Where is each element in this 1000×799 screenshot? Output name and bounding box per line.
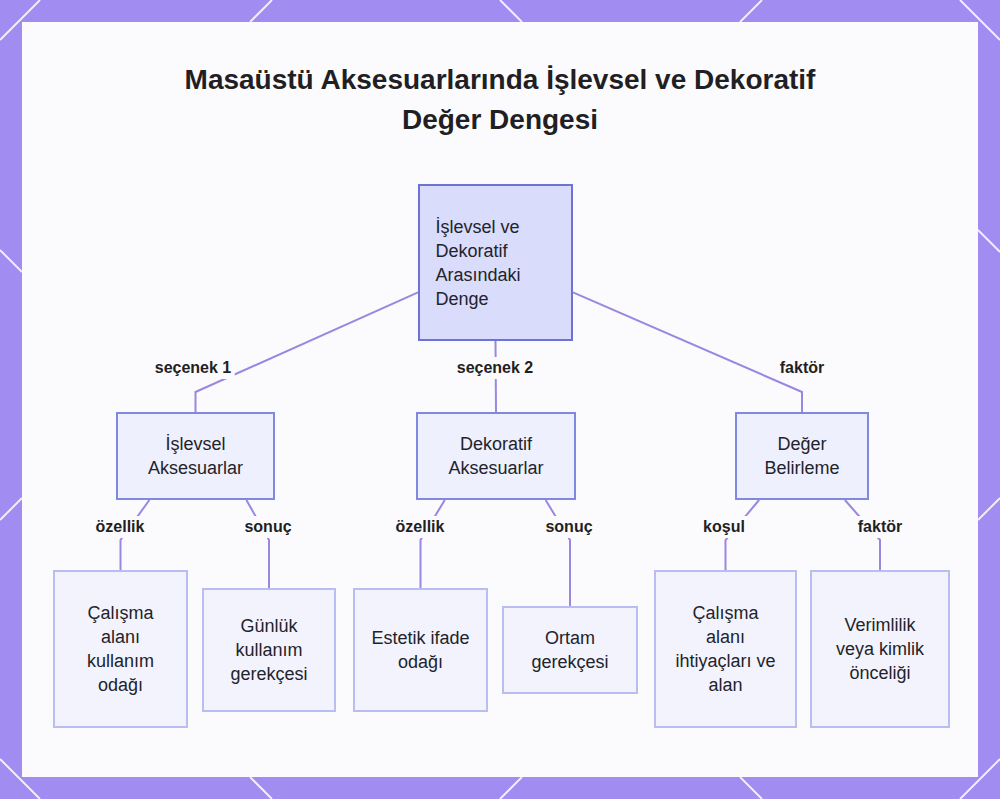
node-text: İşlevsel ve Dekoratif Arasındaki Denge [436,215,556,311]
node-text: Değer Belirleme [747,432,857,480]
text-wrap: Verimlilik veya kimlik önceliği [828,613,933,685]
edge-label: özellik [393,516,448,538]
text-wrap: Ortam gerekçesi [515,626,625,674]
connector-line [246,500,269,588]
node-text: Ortam gerekçesi [515,626,625,674]
category-box: İşlevsel Aksesuarlar [116,412,275,500]
detail-box: Estetik ifade odağı [353,588,488,712]
detail-box: Çalışma alanı ihtiyaçları ve alan [654,570,797,728]
connector-line [573,292,802,412]
text-wrap: İşlevsel Aksesuarlar [131,432,261,480]
node-text: İşlevsel Aksesuarlar [131,432,261,480]
edge-label: faktör [777,357,827,379]
edge-label: özellik [93,516,148,538]
connector-line [196,292,419,412]
edge-label: sonuç [542,516,595,538]
detail-box: Çalışma alanı kullanım odağı [53,570,188,728]
category-box: Dekoratif Aksesuarlar [416,412,576,500]
text-wrap: Çalışma alanı kullanım odağı [68,601,173,697]
text-wrap: Çalışma alanı ihtiyaçları ve alan [671,601,781,697]
edge-label: koşul [700,516,748,538]
node-text: Verimlilik veya kimlik önceliği [828,613,933,685]
node-text: Çalışma alanı kullanım odağı [68,601,173,697]
node-text: Çalışma alanı ihtiyaçları ve alan [671,601,781,697]
detail-box: Verimlilik veya kimlik önceliği [810,570,950,728]
text-wrap: Değer Belirleme [747,432,857,480]
detail-box: Ortam gerekçesi [502,606,638,694]
node-text: Dekoratif Aksesuarlar [431,432,561,480]
root-box: İşlevsel ve Dekoratif Arasındaki Denge [418,184,573,341]
edge-label: seçenek 1 [152,357,235,379]
connector-line [421,500,445,588]
text-wrap: İşlevsel ve Dekoratif Arasındaki Denge [436,215,556,311]
node-text: Estetik ifade odağı [368,626,473,674]
edge-label: faktör [855,516,905,538]
diagram-title: Masaüstü Aksesuarlarında İşlevsel ve Dek… [180,60,820,140]
edge-label: seçenek 2 [454,357,537,379]
text-wrap: Günlük kullanım gerekçesi [214,614,324,686]
edge-label: sonuç [241,516,294,538]
node-text: Günlük kullanım gerekçesi [214,614,324,686]
detail-box: Günlük kullanım gerekçesi [202,588,336,712]
text-wrap: Estetik ifade odağı [368,626,473,674]
category-box: Değer Belirleme [735,412,869,500]
text-wrap: Dekoratif Aksesuarlar [431,432,561,480]
